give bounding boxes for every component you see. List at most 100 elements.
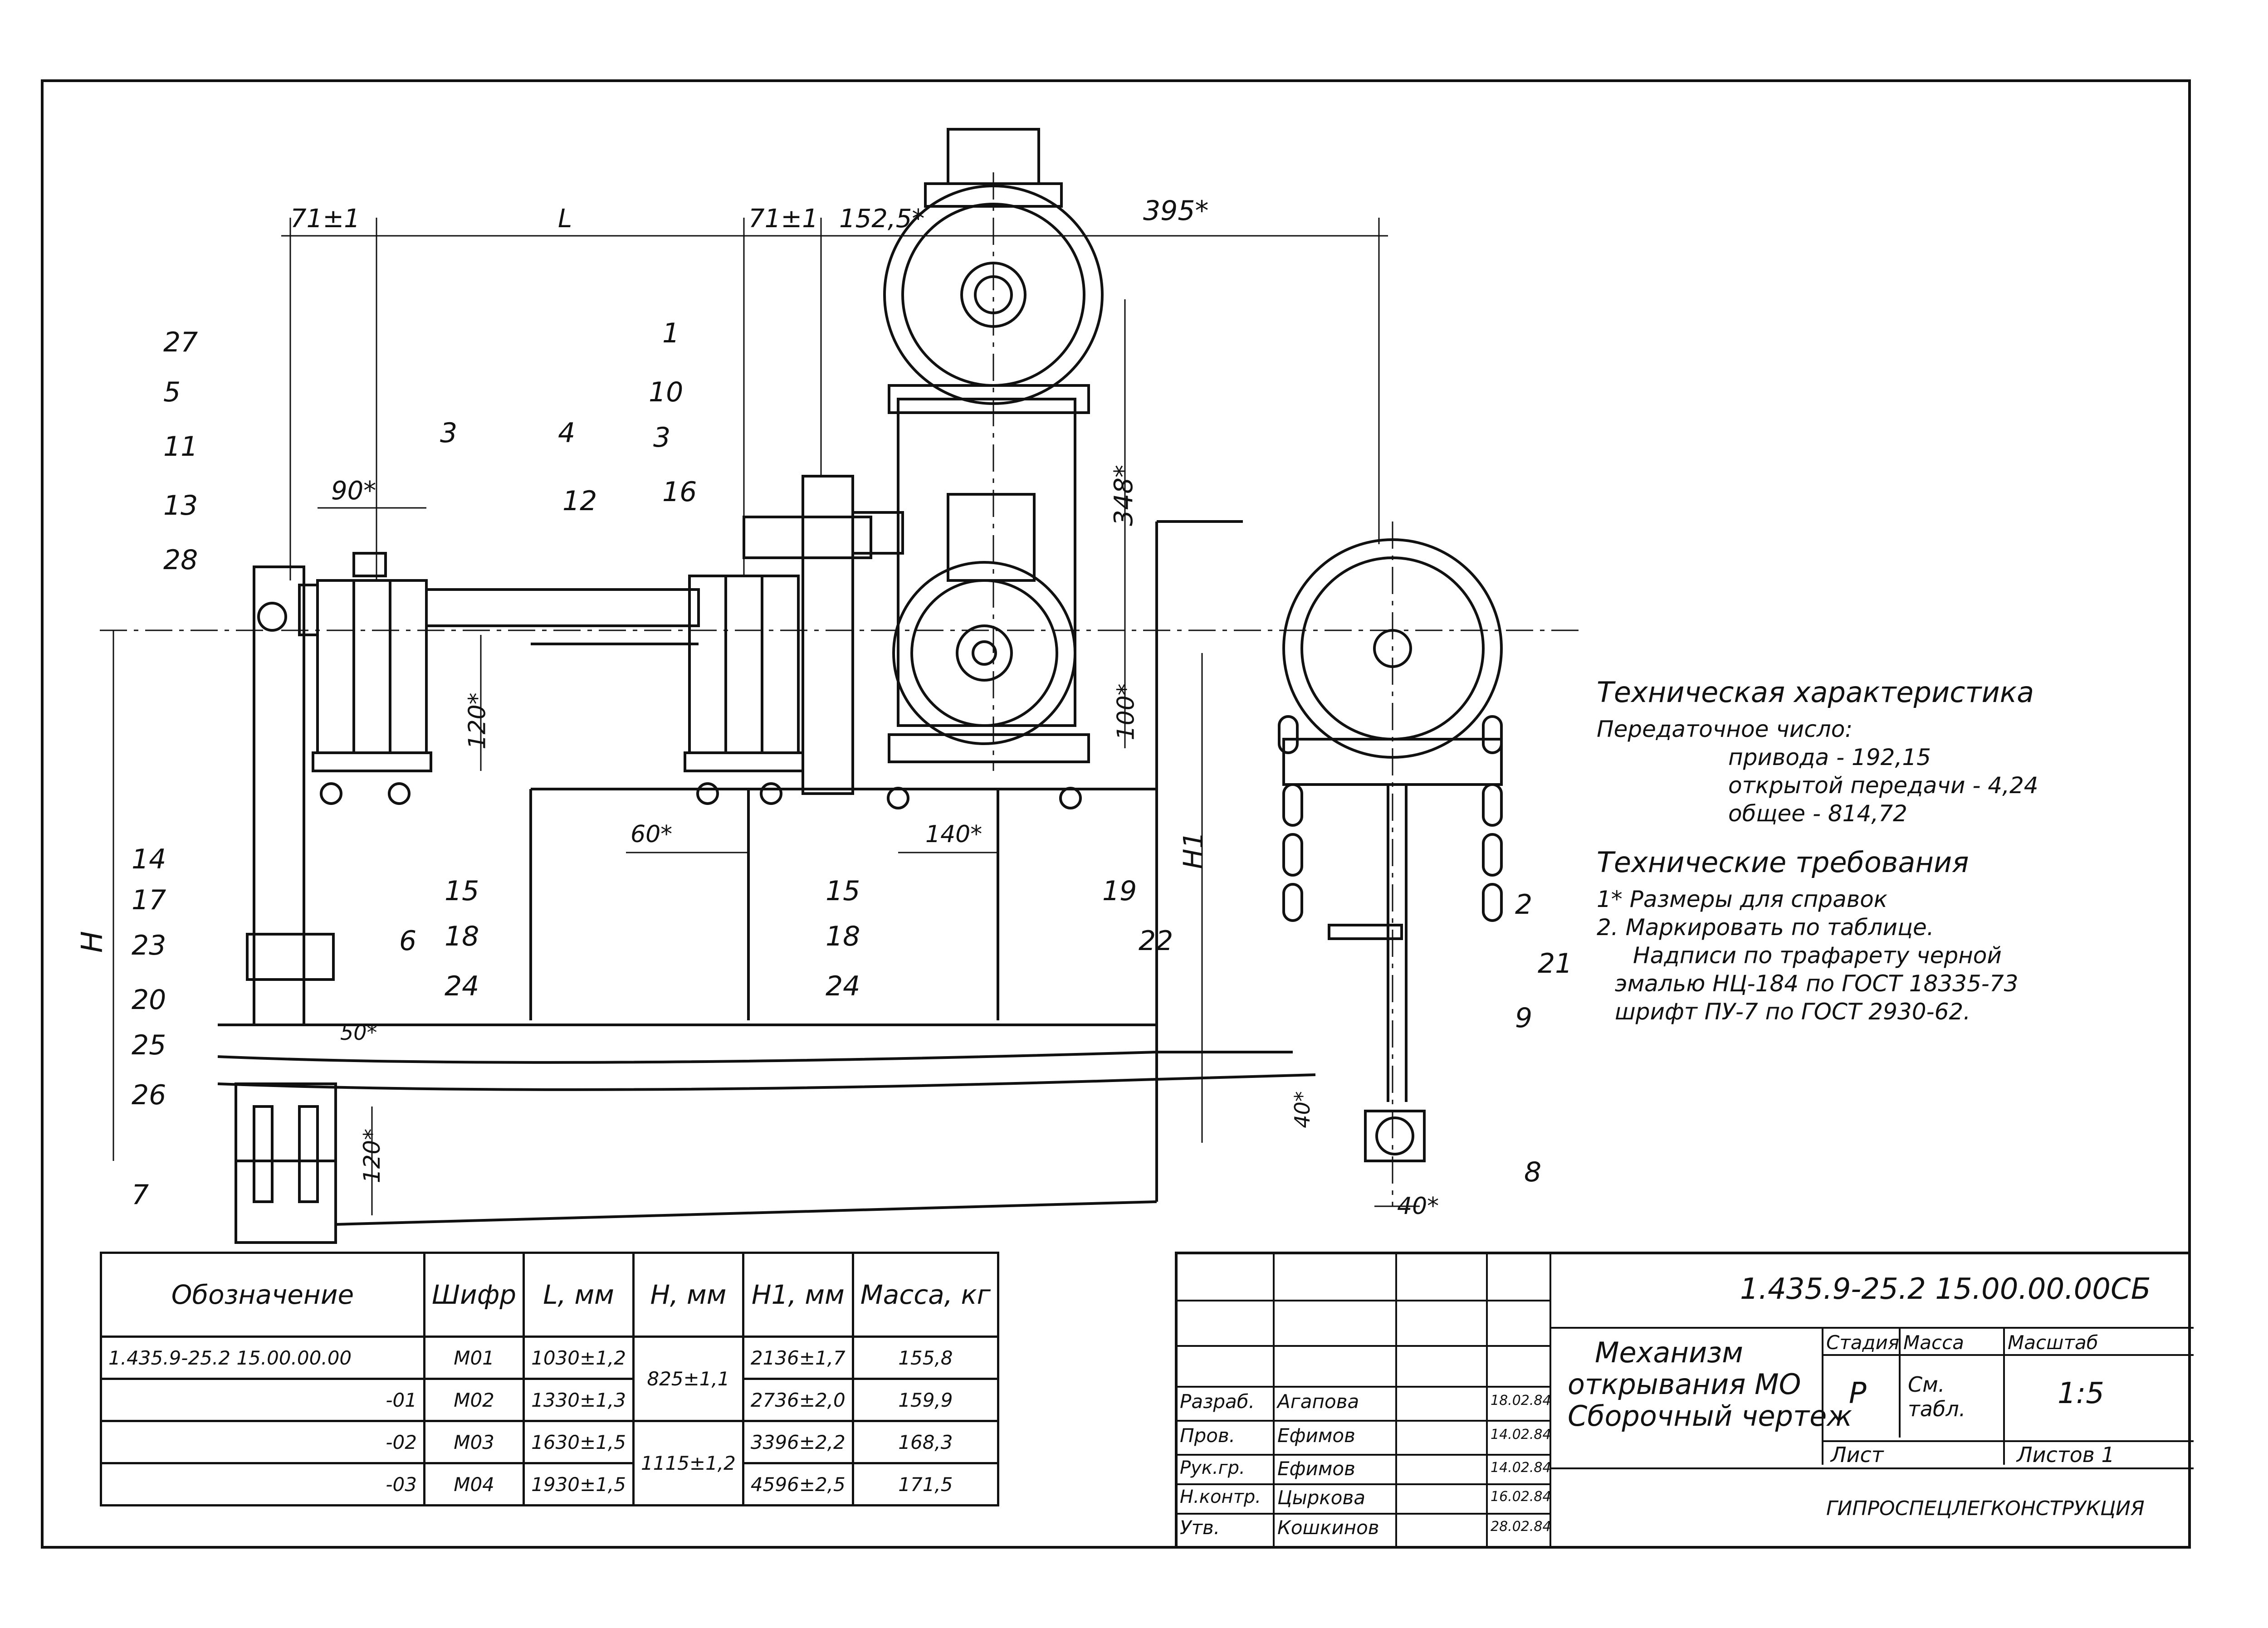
dim-395: 395* (1143, 195, 1209, 227)
specs-ratio-open: открытой передачи - 4,24 (1728, 772, 2038, 799)
header-L: L, мм (523, 1252, 635, 1338)
row-code: М01 (423, 1336, 525, 1380)
callout-18-right: 18 (826, 921, 860, 952)
callout-8: 8 (1524, 1156, 1542, 1188)
specs-title: Техническая характеристика (1597, 676, 2034, 709)
assembly-name-line1: Механизм (1595, 1336, 1743, 1369)
row-code: М03 (423, 1420, 525, 1464)
header-designation: Обозначение (100, 1252, 425, 1338)
signer-role: Пров. (1180, 1424, 1236, 1447)
row-mass: 168,3 (851, 1420, 1000, 1464)
gear-wheel (802, 475, 854, 795)
row-designation: 1.435.9-25.2 15.00.00.00 (100, 1336, 425, 1380)
document-code: 1.435.9-25.2 15.00.00.00СБ (1740, 1272, 2151, 1306)
dim-100: 100* (1112, 683, 1140, 741)
dim-50: 50* (340, 1020, 377, 1045)
chain-left (1278, 715, 1303, 922)
row-L: 1030±1,2 (523, 1336, 635, 1380)
dim-40-vert: 40* (1290, 1091, 1315, 1128)
table-row: 1.435.9-25.2 15.00.00.00 М01 1030±1,2 82… (100, 1336, 1000, 1422)
shaft (425, 588, 700, 627)
scale-label: Масштаб (2008, 1331, 2098, 1354)
dim-152-5: 152,5* (839, 204, 925, 234)
dim-H: H (76, 931, 110, 953)
callout-23: 23 (132, 930, 166, 961)
lever-arm (253, 565, 305, 1026)
signer-name: Ефимов (1277, 1424, 1355, 1447)
mass-label: Масса (1903, 1331, 1964, 1354)
row-code: М02 (423, 1378, 525, 1422)
callout-24-right: 24 (826, 970, 860, 1002)
row-mass: 159,9 (851, 1378, 1000, 1422)
stage-label: Стадия (1826, 1331, 1900, 1354)
requirement-3: Надписи по трафарету черной (1633, 942, 2002, 969)
row-designation: -03 (100, 1462, 425, 1506)
callout-3-right: 3 (653, 422, 671, 453)
callout-26: 26 (132, 1079, 166, 1111)
row-code: М04 (423, 1462, 525, 1506)
signer-name: Ефимов (1277, 1457, 1355, 1480)
row-L: 1930±1,5 (523, 1462, 635, 1506)
requirement-5: шрифт ПУ-7 по ГОСТ 2930-62. (1615, 999, 1971, 1025)
signer-name: Цыркова (1277, 1487, 1365, 1509)
row-designation: -02 (100, 1420, 425, 1464)
sheets-label: Листов 1 (2017, 1443, 2115, 1467)
header-code: Шифр (423, 1252, 525, 1338)
right-bearing (688, 575, 800, 754)
callout-3-left: 3 (440, 417, 458, 449)
callout-7: 7 (132, 1179, 149, 1211)
left-bearing (316, 579, 428, 754)
callout-16: 16 (662, 476, 697, 508)
title-block: 1.435.9-25.2 15.00.00.00СБ Механизм откр… (1175, 1252, 2194, 1549)
signer-name: Кошкинов (1277, 1516, 1379, 1539)
callout-6: 6 (399, 925, 417, 957)
callout-4: 4 (558, 417, 576, 449)
table-row: -02 М03 1630±1,5 1115±1,2 3396±2,2 168,3 (100, 1420, 1000, 1506)
requirement-2: 2. Маркировать по таблице. (1597, 914, 1934, 941)
row-H1: 2136±1,7 (742, 1336, 854, 1380)
header-H: H, мм (632, 1252, 744, 1338)
dim-71-left: 71±1 (290, 204, 360, 234)
callout-28: 28 (163, 544, 198, 576)
technical-specs: Техническая характеристика Передаточное … (1597, 676, 2164, 1026)
callout-1: 1 (662, 317, 680, 349)
table-row: -03 М04 1930±1,5 4596±2,5 171,5 (100, 1462, 1000, 1506)
lower-gear (892, 561, 1076, 745)
stage-value: Р (1849, 1377, 1867, 1410)
callout-2: 2 (1515, 889, 1533, 921)
signer-role: Н.контр. (1180, 1487, 1261, 1507)
callout-14: 14 (132, 843, 166, 875)
callout-25: 25 (132, 1029, 166, 1061)
callout-15-left: 15 (445, 875, 479, 907)
parts-table-header: Обозначение Шифр L, мм H, мм H1, мм Масс… (100, 1252, 1000, 1338)
assembly-name-line2: открывания МО (1568, 1368, 1801, 1401)
signer-role: Рук.гр. (1180, 1457, 1245, 1478)
dim-L: L (558, 204, 572, 234)
dim-120-bracket: 120* (359, 1128, 386, 1184)
dim-60: 60* (631, 821, 673, 848)
dim-90: 90* (331, 476, 376, 506)
scale-value: 1:5 (2058, 1377, 2104, 1410)
callout-9: 9 (1515, 1002, 1533, 1034)
callout-12: 12 (562, 485, 597, 517)
parts-table: Обозначение Шифр L, мм H, мм H1, мм Масс… (100, 1252, 1000, 1506)
callout-22: 22 (1139, 925, 1173, 957)
dim-H1: H1 (1178, 831, 1210, 869)
callout-18-left: 18 (445, 921, 479, 952)
bottom-bracket (235, 1082, 337, 1244)
callout-10: 10 (649, 376, 684, 408)
signer-date: 14.02.84 (1491, 1460, 1551, 1476)
row-H1: 3396±2,2 (742, 1420, 854, 1464)
dim-40-horiz: 40* (1397, 1193, 1439, 1220)
signer-date: 14.02.84 (1491, 1427, 1551, 1443)
specs-ratio-label: Передаточное число: (1597, 716, 1853, 742)
header-H1: H1, мм (742, 1252, 854, 1338)
signer-date: 28.02.84 (1491, 1519, 1551, 1535)
row-H: 1115±1,2 (632, 1420, 744, 1506)
signer-role: Разраб. (1180, 1390, 1255, 1413)
row-mass: 171,5 (851, 1462, 1000, 1506)
dim-71-right: 71±1 (748, 204, 818, 234)
dim-348: 348* (1109, 465, 1139, 526)
specs-ratio-total: общее - 814,72 (1728, 800, 1907, 827)
signer-name: Агапова (1277, 1390, 1359, 1413)
